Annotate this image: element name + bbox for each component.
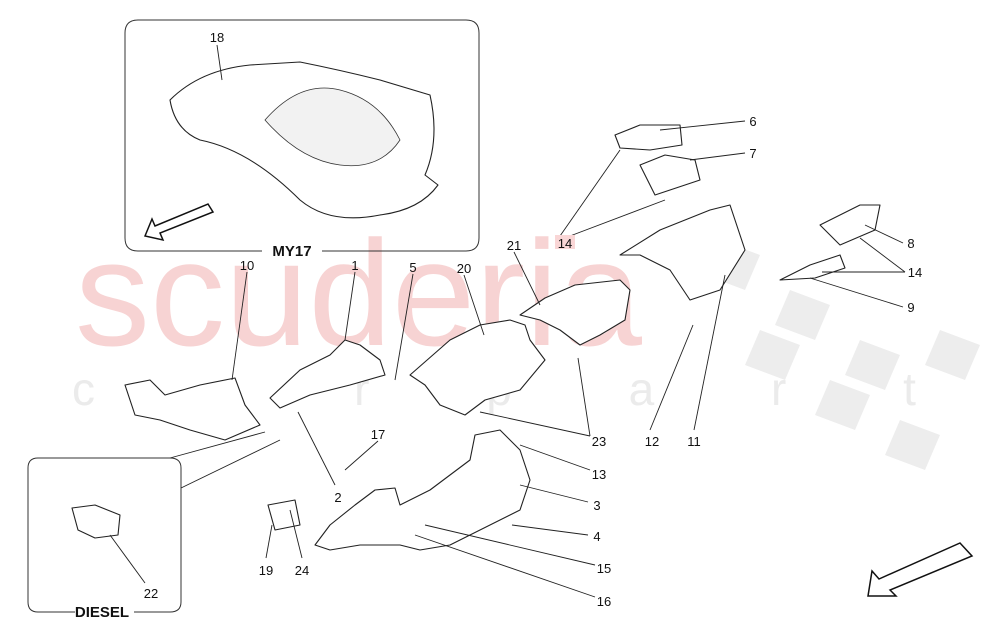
part-6 — [614, 124, 683, 151]
part-10 — [124, 377, 261, 441]
callout-12: 12 — [645, 434, 659, 449]
callout-23: 23 — [592, 434, 606, 449]
callout-14b: 14 — [908, 265, 922, 280]
diesel-title: DIESEL — [75, 604, 129, 621]
callout-16: 16 — [597, 594, 611, 609]
callout-8: 8 — [907, 236, 914, 251]
callout-13: 13 — [592, 467, 606, 482]
watermark: scuderia c a r p a r t s — [72, 209, 1000, 470]
part-1 — [269, 339, 386, 409]
callout-15: 15 — [597, 561, 611, 576]
callout-22: 22 — [144, 586, 158, 601]
callout-4: 4 — [593, 529, 600, 544]
my17-title: MY17 — [272, 243, 311, 260]
part-21 — [519, 279, 631, 346]
parts — [124, 124, 881, 551]
callout-9: 9 — [907, 300, 914, 315]
callout-5: 5 — [409, 260, 416, 275]
part-11 — [619, 204, 746, 301]
part-7 — [639, 154, 701, 196]
direction-arrow-icon — [867, 542, 974, 597]
part-20 — [409, 319, 546, 416]
callout-6: 6 — [749, 114, 756, 129]
part-3 — [314, 429, 531, 551]
callout-20: 20 — [457, 261, 471, 276]
callout-2: 2 — [334, 490, 341, 505]
diesel-inset: DIESEL 22 — [27, 431, 281, 621]
callout-3: 3 — [593, 498, 600, 513]
callout-19: 19 — [259, 563, 273, 578]
callout-21: 21 — [507, 238, 521, 253]
direction-arrow-icon — [143, 203, 215, 242]
callout-11: 11 — [687, 434, 701, 449]
callout-1: 1 — [351, 258, 358, 273]
part-22 — [71, 504, 121, 539]
part-9 — [779, 254, 846, 281]
part-8 — [819, 204, 881, 246]
callouts: 1 2 3 4 5 6 7 8 9 10 11 12 13 14 14 15 1… — [240, 114, 922, 609]
callout-14: 14 — [558, 236, 572, 251]
part-24 — [267, 499, 301, 531]
callout-17: 17 — [371, 427, 385, 442]
callout-18: 18 — [210, 30, 224, 45]
callout-24: 24 — [295, 563, 309, 578]
my17-inset: MY17 18 — [124, 19, 480, 260]
leader-lines — [231, 120, 906, 598]
callout-10: 10 — [240, 258, 254, 273]
callout-7: 7 — [749, 146, 756, 161]
